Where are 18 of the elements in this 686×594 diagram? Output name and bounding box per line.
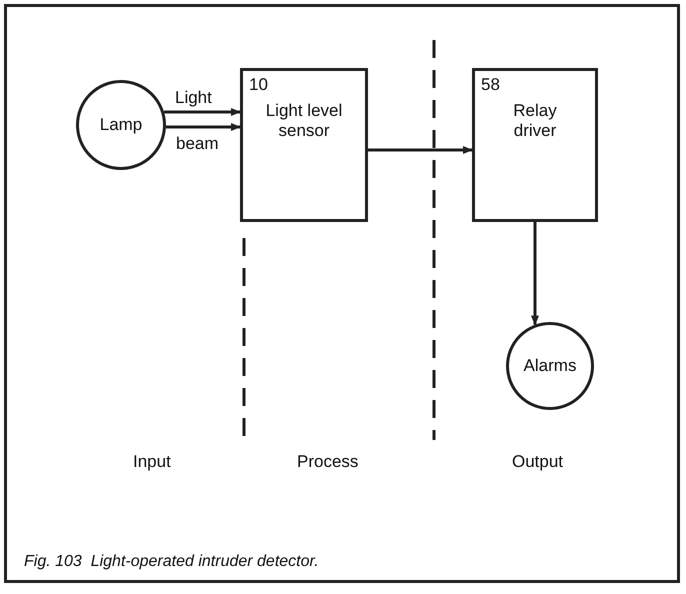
section-label: Input [133,452,171,472]
node-label: Lamp [100,115,142,135]
process-box [240,68,368,222]
process-box [472,68,598,222]
edge-label: Light [175,88,212,108]
arrow [531,222,539,326]
figure-caption: Fig. 103 Light-operated intruder detector. [24,553,319,571]
arrow [368,146,473,154]
node-label: Alarms [524,356,576,376]
block-number: 10 [249,75,268,95]
node-label: Relay driver [512,101,558,141]
edge-label: beam [176,134,219,154]
arrow [166,123,241,131]
node-label: Light level sensor [265,101,343,141]
arrow [164,108,241,116]
section-label: Process [297,452,358,472]
section-label: Output [512,452,564,472]
block-number: 58 [481,75,500,95]
